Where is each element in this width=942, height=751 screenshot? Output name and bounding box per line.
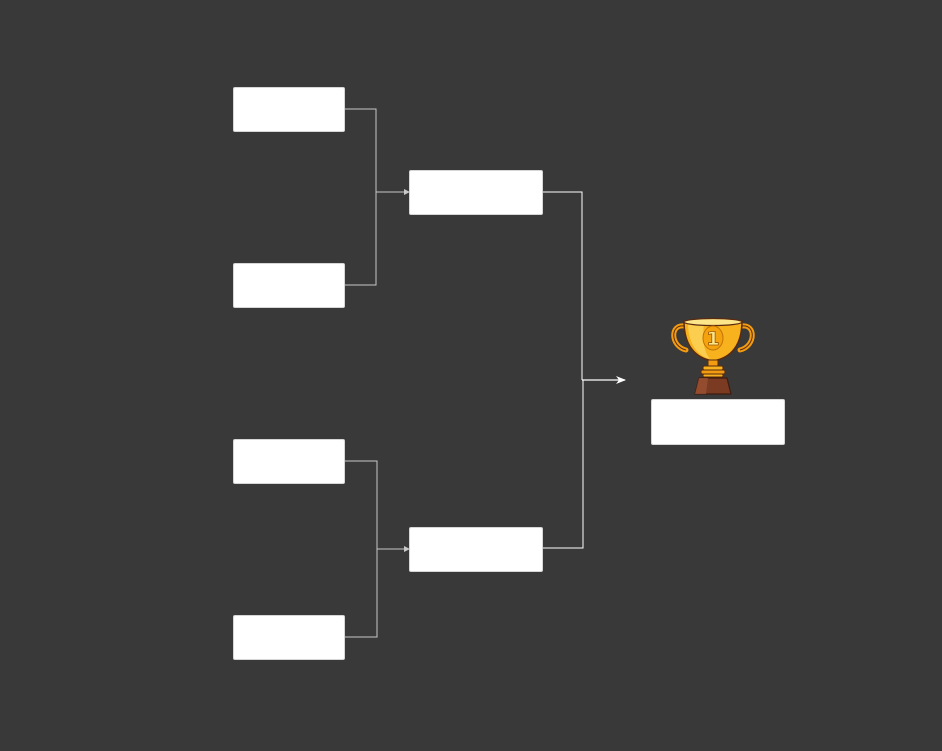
connector-s5-final (543, 191, 583, 380)
connector-s6-final (543, 380, 584, 549)
connector-s4-s6 (345, 549, 378, 638)
trophy-icon: 1 (671, 317, 755, 395)
connector-s3-s6 (345, 460, 378, 549)
trophy-rank-number: 1 (706, 328, 719, 350)
round2-slot-2[interactable] (409, 527, 543, 572)
connector-s2-s5 (345, 192, 377, 286)
connector-s1-s5 (345, 108, 377, 192)
round1-slot-3[interactable] (233, 439, 345, 484)
round1-slot-1[interactable] (233, 87, 345, 132)
round1-slot-2[interactable] (233, 263, 345, 308)
round2-slot-1[interactable] (409, 170, 543, 215)
round1-slot-4[interactable] (233, 615, 345, 660)
champion-slot[interactable] (651, 399, 785, 445)
